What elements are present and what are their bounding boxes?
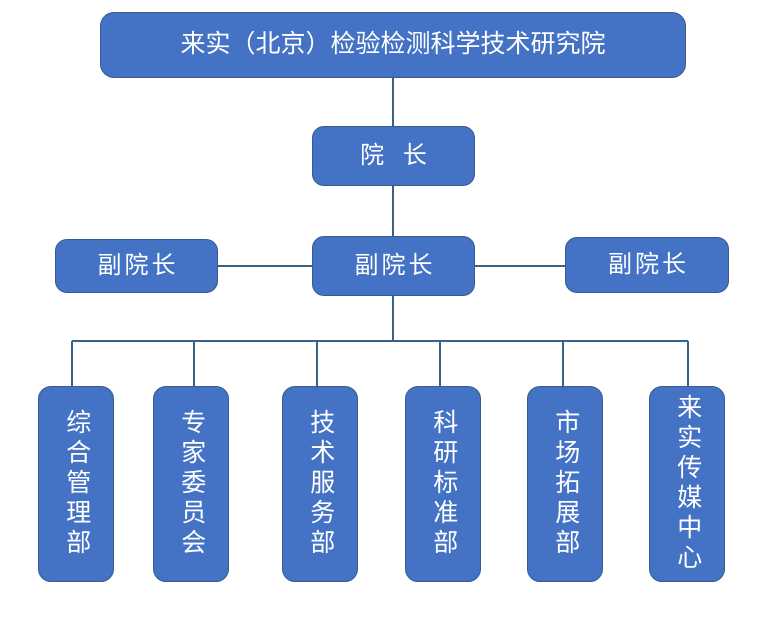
org-node-department-research-standards[interactable]: 科研标准部	[405, 386, 481, 582]
org-node-director[interactable]: 院 长	[312, 126, 475, 186]
org-node-deputy-left[interactable]: 副院长	[55, 239, 218, 293]
org-node-deputy-center[interactable]: 副院长	[312, 236, 475, 296]
org-node-root[interactable]: 来实（北京）检验检测科学技术研究院	[100, 12, 686, 78]
org-node-department-general-management[interactable]: 综合管理部	[38, 386, 114, 582]
org-node-deputy-right[interactable]: 副院长	[565, 237, 729, 293]
org-node-department-technical-service[interactable]: 技术服务部	[282, 386, 358, 582]
org-node-department-expert-committee[interactable]: 专家委员会	[153, 386, 229, 582]
org-node-department-market-development[interactable]: 市场拓展部	[527, 386, 603, 582]
org-node-department-media-center[interactable]: 来实传媒中心	[649, 386, 725, 582]
